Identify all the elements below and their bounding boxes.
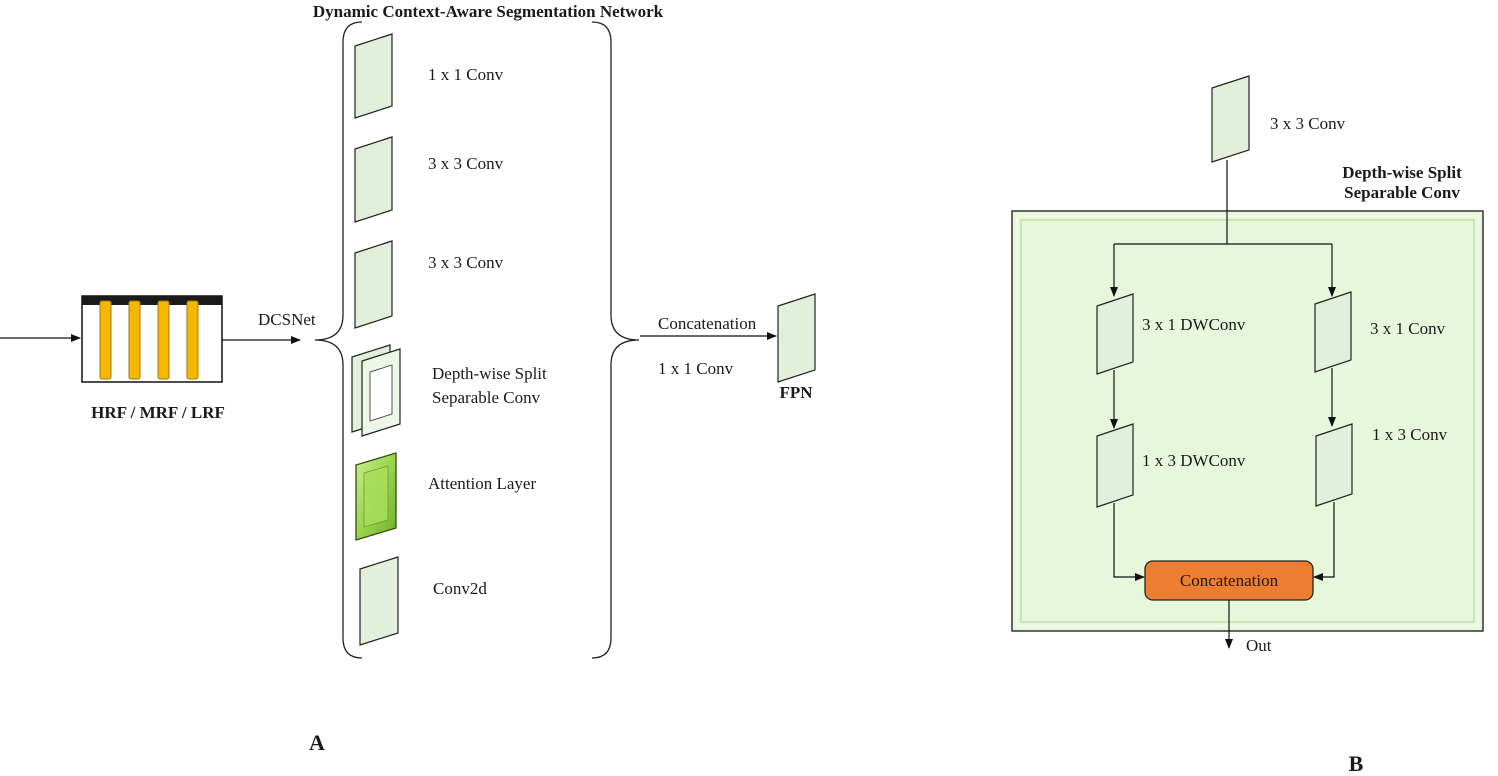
- fpn-block: [777, 293, 816, 383]
- right-bottom-label: 1 x 3 Conv: [1372, 425, 1448, 444]
- dwconv-3x1-block: [1096, 293, 1134, 375]
- input-label: HRF / MRF / LRF: [91, 403, 225, 422]
- fpn-label: FPN: [779, 383, 813, 402]
- layer-label: Depth-wise Split: [432, 364, 547, 383]
- conv-label: 1 x 1 Conv: [658, 359, 734, 378]
- top-conv-block: [1211, 75, 1250, 163]
- dcsnet-arrow-label: DCSNet: [258, 310, 316, 329]
- layer-label: Attention Layer: [428, 474, 536, 493]
- layer-block-depthwise-split: [351, 344, 401, 437]
- feature-bar: [128, 300, 141, 380]
- panel-letter-a: A: [309, 730, 325, 755]
- layer-block-3x3-conv: [354, 136, 393, 223]
- layer-label: 1 x 1 Conv: [428, 65, 504, 84]
- panel-letter-b: B: [1349, 751, 1364, 776]
- layer-block-conv2d: [359, 556, 399, 646]
- box-title-line2: Separable Conv: [1344, 183, 1460, 202]
- concat-block-label: Concatenation: [1180, 571, 1279, 590]
- box-title-line1: Depth-wise Split: [1342, 163, 1462, 182]
- connector-arrow: [1113, 503, 1145, 581]
- feature-bar: [186, 300, 199, 380]
- feature-bar: [157, 300, 170, 380]
- left-brace: [314, 21, 363, 659]
- top-block-label: 3 x 3 Conv: [1270, 114, 1346, 133]
- layer-label: Conv2d: [433, 579, 487, 598]
- connector-arrow: [1313, 502, 1335, 581]
- layer-block-attention: [355, 452, 397, 541]
- left-bottom-label: 1 x 3 DWConv: [1142, 451, 1246, 470]
- conv-1x3-block: [1315, 423, 1353, 507]
- dwconv-1x3-block: [1096, 423, 1134, 508]
- panel-b: 3 x 3 Conv Depth-wise Split Separable Co…: [1011, 75, 1484, 776]
- dcsnet-title: Dynamic Context-Aware Segmentation Netwo…: [313, 2, 664, 21]
- panel-a: Dynamic Context-Aware Segmentation Netwo…: [0, 2, 816, 755]
- feature-bar: [99, 300, 112, 380]
- layer-block-1x1-conv: [354, 33, 393, 119]
- layer-label-line2: Separable Conv: [432, 388, 541, 407]
- out-label: Out: [1246, 636, 1272, 655]
- right-top-label: 3 x 1 Conv: [1370, 319, 1446, 338]
- input-feature-block: [81, 295, 223, 383]
- layer-label: 3 x 3 Conv: [428, 154, 504, 173]
- layer-block-3x3-conv: [354, 240, 393, 329]
- depthwise-module-box: [1011, 210, 1484, 632]
- left-top-label: 3 x 1 DWConv: [1142, 315, 1246, 334]
- concat-label: Concatenation: [658, 314, 757, 333]
- right-brace: [591, 21, 640, 659]
- conv-3x1-block: [1314, 291, 1352, 373]
- layer-label: 3 x 3 Conv: [428, 253, 504, 272]
